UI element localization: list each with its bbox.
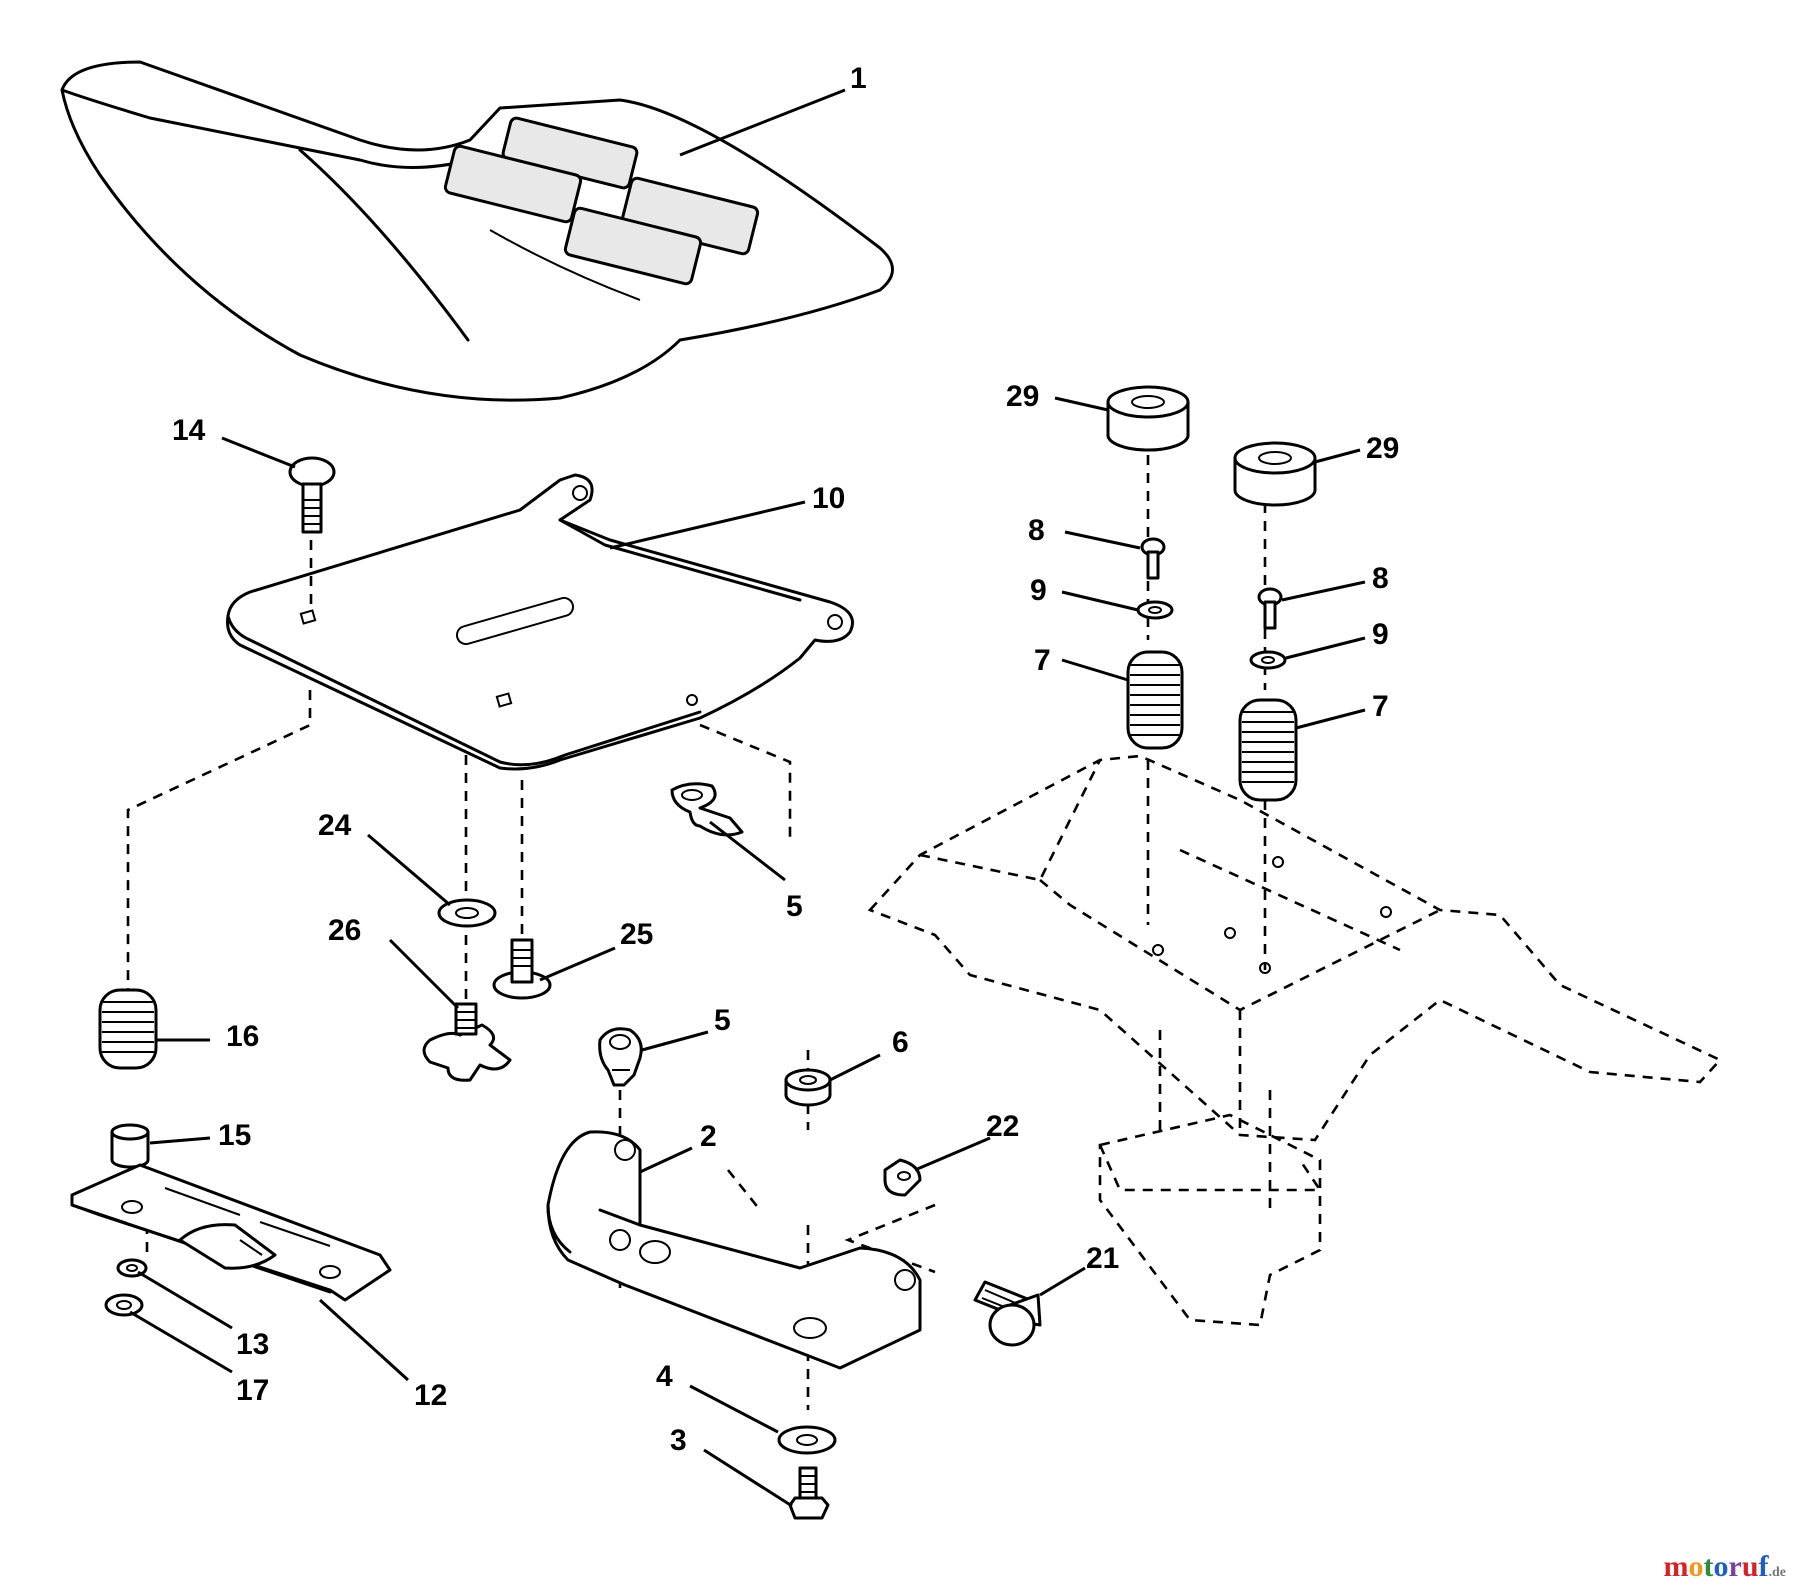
screw-part: [1140, 537, 1283, 630]
callout-5: 5: [786, 890, 803, 923]
clip-part: [670, 782, 744, 837]
washer-part: [1136, 600, 1287, 670]
callout-17: 17: [236, 1374, 269, 1407]
watermark-letter: o: [1688, 1550, 1704, 1583]
callout-4: 4: [656, 1360, 673, 1393]
callout-9: 9: [1030, 574, 1047, 607]
callout-15: 15: [218, 1119, 251, 1152]
callout-labels: 1 10 14 24 26 25 5 5 16 15 13 17 12 2 6 …: [172, 62, 1399, 1457]
bolt-part: [788, 1466, 830, 1520]
callout-14: 14: [172, 414, 206, 447]
callout-21: 21: [1086, 1242, 1119, 1275]
carriage-bolt-part: [288, 456, 336, 534]
knob-part: [422, 1002, 512, 1082]
seat-part: [60, 60, 894, 402]
callout-7: 7: [1372, 690, 1389, 723]
callout-leaders: [129, 88, 1366, 1508]
watermark-letter: t: [1703, 1550, 1714, 1583]
callout-13: 13: [236, 1328, 269, 1361]
callout-2: 2: [700, 1120, 717, 1153]
callout-6: 6: [892, 1026, 909, 1059]
watermark-letter: f: [1758, 1550, 1769, 1583]
bolt-part: [973, 1280, 1042, 1347]
callout-5: 5: [714, 1004, 731, 1037]
callout-26: 26: [328, 914, 361, 947]
callout-29: 29: [1366, 432, 1399, 465]
watermark-suffix: .de: [1768, 1565, 1787, 1580]
washer-part: [104, 1293, 144, 1317]
fender-outline: [867, 754, 1723, 1327]
callout-10: 10: [812, 482, 845, 515]
spring-part: [1126, 650, 1298, 802]
callout-3: 3: [670, 1424, 687, 1457]
callout-24: 24: [318, 809, 352, 842]
washer-part: [777, 1425, 837, 1455]
shoulder-bolt-part: [492, 938, 552, 1000]
clip-part: [598, 1027, 643, 1087]
watermark-letter: o: [1713, 1550, 1729, 1583]
washer-part: [437, 898, 497, 928]
nut-part: [784, 1068, 832, 1107]
callout-1: 1: [850, 62, 867, 95]
spacer-part: [1233, 441, 1317, 507]
callout-12: 12: [414, 1379, 447, 1412]
spacer-part: [1106, 385, 1190, 452]
watermark-letter: u: [1741, 1550, 1759, 1583]
callout-9: 9: [1372, 618, 1389, 651]
callout-25: 25: [620, 918, 653, 951]
callout-8: 8: [1372, 562, 1389, 595]
callout-22: 22: [986, 1110, 1019, 1143]
watermark-letter: r: [1728, 1550, 1742, 1583]
seat-bracket-part: [546, 1130, 922, 1370]
callout-8: 8: [1028, 514, 1045, 547]
callout-7: 7: [1034, 644, 1051, 677]
watermark-logo: motoruf.de: [1663, 1550, 1786, 1584]
seat-pan-part: [226, 473, 854, 771]
slide-bracket-part: [70, 1163, 392, 1302]
spring-part: [98, 988, 158, 1070]
callout-16: 16: [226, 1020, 259, 1053]
watermark-letter: m: [1663, 1550, 1689, 1583]
bushing-part: [110, 1123, 150, 1169]
callout-29: 29: [1006, 380, 1039, 413]
nut-part: [883, 1158, 922, 1197]
